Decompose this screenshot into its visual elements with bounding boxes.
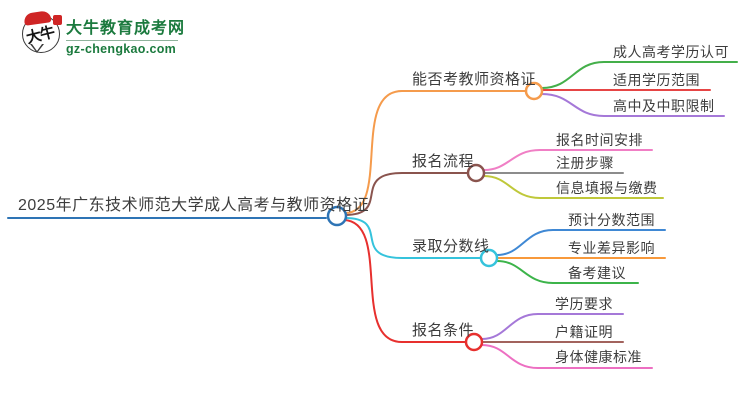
leaf-2-2-label: 注册步骤 — [556, 155, 614, 171]
branch-4-label: 报名条件 — [412, 322, 475, 339]
leaf-1-2-label: 适用学历范围 — [613, 72, 700, 88]
root-node-label: 2025年广东技术师范大学成人高考与教师资格证 — [18, 197, 370, 214]
branch-2-circle — [466, 163, 486, 183]
site-logo: 大牛 大牛教育成考网 gz-chengkao.com — [20, 10, 200, 62]
leaf-1-1-label: 成人高考学历认可 — [613, 44, 729, 60]
branch-3-label: 录取分数线 — [412, 238, 490, 255]
leaf-2-3-label: 信息填报与缴费 — [556, 180, 658, 196]
leaf-3-1-label: 预计分数范围 — [568, 212, 655, 228]
connector-branch-4 — [343, 219, 467, 343]
connector-leaf-1-3 — [541, 93, 725, 117]
logo-divider — [66, 40, 178, 41]
connector-leaf-1-1 — [541, 61, 738, 89]
connector-leaf-2-1 — [483, 149, 653, 171]
leaf-2-1-label: 报名时间安排 — [556, 132, 643, 148]
connector-leaf-4-1 — [481, 313, 624, 340]
connector-leaf-2-3 — [483, 175, 664, 199]
leaf-4-2-label: 户籍证明 — [555, 324, 613, 340]
logo-red-seal-icon — [53, 15, 62, 25]
connector-leaf-4-3 — [481, 344, 653, 369]
logo-text-block: 大牛教育成考网 gz-chengkao.com — [66, 14, 196, 56]
site-name: 大牛教育成考网 — [66, 20, 186, 37]
connector-branch-1 — [344, 90, 527, 214]
leaf-4-1-label: 学历要求 — [555, 296, 613, 312]
site-url: gz-chengkao.com — [66, 42, 177, 56]
connector-branch-3 — [344, 217, 482, 259]
branch-1-label: 能否考教师资格证 — [412, 71, 537, 88]
leaf-3-2-label: 专业差异影响 — [568, 240, 655, 256]
leaf-3-3-label: 备考建议 — [568, 265, 626, 281]
leaf-1-3-label: 高中及中职限制 — [613, 98, 715, 114]
connector-leaf-3-1 — [496, 229, 666, 256]
leaf-4-3-label: 身体健康标准 — [555, 349, 642, 365]
connector-leaf-3-3 — [496, 260, 639, 284]
root-circle — [326, 205, 348, 227]
logo-badge-icon: 大牛 — [22, 10, 62, 53]
connector-branch-2 — [344, 172, 469, 216]
branch-3-circle — [479, 248, 499, 268]
branch-2-label: 报名流程 — [412, 153, 475, 170]
branch-4-circle — [464, 332, 484, 352]
branch-1-circle — [524, 81, 544, 101]
